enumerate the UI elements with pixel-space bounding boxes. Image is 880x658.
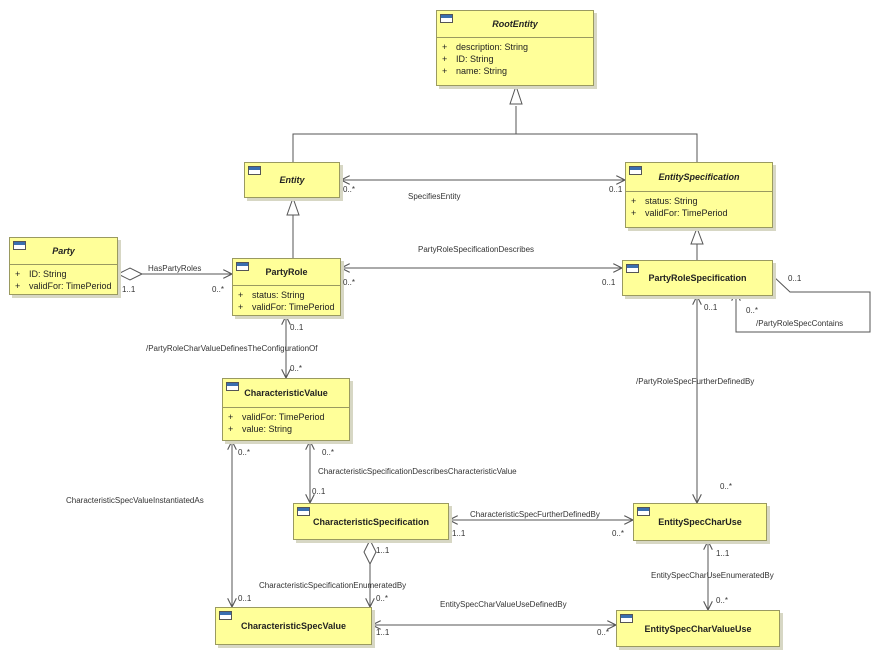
multiplicity: 1..1 <box>122 285 136 294</box>
class-name: CharacteristicSpecValue <box>240 621 347 631</box>
multiplicity: 0..1 <box>704 303 718 312</box>
multiplicity: 0..1 <box>290 323 304 332</box>
class-name: CharacteristicSpecification <box>312 516 430 527</box>
attribute-list: +status: String +validFor: TimePeriod <box>233 286 340 313</box>
class-name: EntitySpecification <box>658 172 740 182</box>
class-name: Party <box>52 246 75 256</box>
multiplicity: 0..* <box>746 306 759 315</box>
class-root-entity[interactable]: RootEntity +description: String +ID: Str… <box>436 10 594 86</box>
class-entity-spec-char-use[interactable]: EntitySpecCharUse <box>633 503 767 541</box>
gen-arrow-entity <box>286 196 300 216</box>
assoc-prs-contains <box>736 275 871 333</box>
class-party-role[interactable]: PartyRole +status: String +validFor: Tim… <box>232 258 341 316</box>
class-entity-specification[interactable]: EntitySpecification +status: String +val… <box>625 162 773 228</box>
class-entity-spec-char-value-use[interactable]: EntitySpecCharValueUse <box>616 610 780 647</box>
multiplicity: 0..1 <box>238 594 252 603</box>
multiplicity: 0..1 <box>312 487 326 496</box>
class-party[interactable]: Party +ID: String +validFor: TimePeriod <box>9 237 118 295</box>
class-icon <box>219 611 232 620</box>
multiplicity: 0..* <box>716 596 729 605</box>
label-cs-describes-cv: CharacteristicSpecificationDescribesChar… <box>318 467 517 476</box>
multiplicity: 0..* <box>720 482 733 491</box>
attribute: +validFor: TimePeriod <box>238 302 335 312</box>
multiplicity: 0..* <box>343 278 356 287</box>
multiplicity: 0..1 <box>602 278 616 287</box>
class-icon <box>440 14 453 23</box>
class-name: CharacteristicValue <box>244 388 328 398</box>
multiplicity: 1..1 <box>376 546 390 555</box>
multiplicity: 0..1 <box>609 185 623 194</box>
gen-espec-root <box>515 106 698 162</box>
class-name: Entity <box>279 175 305 185</box>
gen-arrow-espec <box>690 226 704 245</box>
multiplicity: 0..* <box>322 448 335 457</box>
attribute: +status: String <box>631 196 698 206</box>
label-specifies-entity: SpecifiesEntity <box>408 192 461 201</box>
class-name: PartyRoleSpecification <box>648 273 747 283</box>
class-icon <box>629 166 642 175</box>
label-cs-further: CharacteristicSpecFurtherDefinedBy <box>470 510 600 519</box>
attribute-list: +description: String +ID: String +name: … <box>437 38 593 77</box>
class-entity[interactable]: Entity <box>244 162 340 198</box>
gen-arrow-root <box>509 84 523 105</box>
label-escu-enumerated: EntitySpecCharUseEnumeratedBy <box>651 571 774 580</box>
class-icon <box>297 507 310 516</box>
class-icon <box>13 241 26 250</box>
attribute: +status: String <box>238 290 305 300</box>
label-has-party-roles: HasPartyRoles <box>148 264 202 273</box>
attribute: +description: String <box>442 42 529 52</box>
attribute-list: +validFor: TimePeriod +value: String <box>223 408 349 435</box>
aggregation-diamond-cs <box>363 538 377 566</box>
class-icon <box>226 382 239 391</box>
class-icon <box>637 507 650 516</box>
label-cs-enumerated: CharacteristicSpecificationEnumeratedBy <box>259 581 407 590</box>
multiplicity: 0..1 <box>788 274 802 283</box>
class-icon <box>626 264 639 273</box>
label-prs-describes: PartyRoleSpecificationDescribes <box>418 245 535 254</box>
class-name: EntitySpecCharUse <box>658 517 742 527</box>
class-characteristic-spec-value[interactable]: CharacteristicSpecValue <box>215 607 372 645</box>
multiplicity: 0..* <box>612 529 625 538</box>
attribute: +name: String <box>442 66 508 76</box>
class-characteristic-value[interactable]: CharacteristicValue +validFor: TimePerio… <box>222 378 350 441</box>
label-escvu-defined: EntitySpecCharValueUseDefinedBy <box>440 600 567 609</box>
class-characteristic-specification[interactable]: CharacteristicSpecification <box>293 503 449 540</box>
attribute: +validFor: TimePeriod <box>228 412 325 422</box>
gen-entity-root <box>292 106 517 162</box>
aggregation-diamond-party <box>116 267 144 281</box>
class-name: PartyRole <box>265 267 308 277</box>
multiplicity: 0..* <box>597 628 610 637</box>
label-party-role-char-value: /PartyRoleCharValueDefinesTheConfigurati… <box>146 344 318 353</box>
attribute: +ID: String <box>15 269 67 279</box>
label-prs-further: /PartyRoleSpecFurtherDefinedBy <box>636 377 755 386</box>
class-icon <box>236 262 249 271</box>
multiplicity: 0..* <box>238 448 251 457</box>
attribute: +validFor: TimePeriod <box>631 208 728 218</box>
multiplicity: 0..* <box>290 364 303 373</box>
class-name: EntitySpecCharValueUse <box>644 623 752 634</box>
multiplicity: 0..* <box>212 285 225 294</box>
class-icon <box>620 614 633 623</box>
class-party-role-specification[interactable]: PartyRoleSpecification <box>622 260 773 296</box>
class-name: RootEntity <box>492 19 538 29</box>
attribute: +validFor: TimePeriod <box>15 281 112 291</box>
attribute: +ID: String <box>442 54 494 64</box>
multiplicity: 1..1 <box>376 628 390 637</box>
attribute-list: +status: String +validFor: TimePeriod <box>626 192 772 219</box>
class-icon <box>248 166 261 175</box>
multiplicity: 0..* <box>343 185 356 194</box>
attribute: +value: String <box>228 424 293 434</box>
label-csv-instantiated: CharacteristicSpecValueInstantiatedAs <box>66 496 204 505</box>
multiplicity: 0..* <box>376 594 389 603</box>
attribute-list: +ID: String +validFor: TimePeriod <box>10 265 117 292</box>
label-prs-contains: /PartyRoleSpecContains <box>756 319 844 328</box>
multiplicity: 1..1 <box>452 529 466 538</box>
multiplicity: 1..1 <box>716 549 730 558</box>
